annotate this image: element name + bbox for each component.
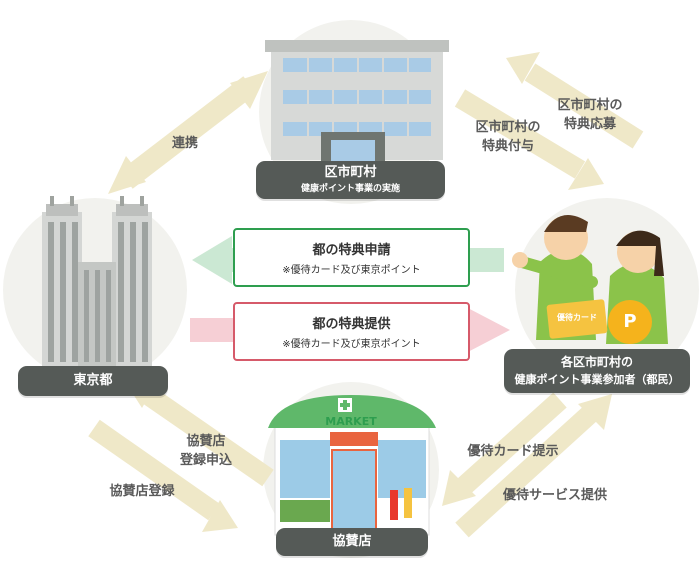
market-sign: MARKET	[325, 415, 377, 428]
label-grant-line2: 特典付与	[481, 139, 534, 154]
label-shop-register: 協賛店登録	[109, 484, 175, 499]
arrow-participants-municipality	[506, 52, 644, 149]
participants-line1: 各区市町村の	[560, 355, 633, 369]
request-box: 都の特典申請 ※優待カード及び東京ポイント	[233, 228, 470, 287]
participants-plate: 各区市町村の 健康ポイント事業参加者（都民）	[504, 349, 690, 393]
municipality-title: 区市町村	[324, 165, 377, 180]
label-grant: 区市町村の 特典付与	[466, 118, 550, 156]
provide-note: ※優待カード及び東京ポイント	[282, 339, 421, 350]
municipality-subtitle: 健康ポイント事業の実施	[300, 184, 400, 194]
request-note: ※優待カード及び東京ポイント	[282, 265, 421, 276]
label-shop-apply: 協賛店 登録申込	[170, 432, 242, 470]
tokyo-plate: 東京都	[18, 366, 168, 396]
arrow-municipality-participants	[454, 89, 604, 190]
provide-title: 都の特典提供	[312, 317, 391, 332]
arrow-participants-shop	[442, 392, 567, 506]
label-apply-line1: 区市町村の	[557, 98, 623, 113]
shop-plate: 協賛店	[276, 528, 428, 556]
label-show-card: 優待カード提示	[467, 444, 559, 459]
participants-people-icon	[512, 214, 668, 344]
request-title: 都の特典申請	[312, 243, 391, 258]
label-service: 優待サービス提供	[502, 488, 607, 503]
arrow-tokyo-municipality	[108, 71, 268, 194]
shop-market-icon	[268, 395, 436, 536]
label-apply: 区市町村の 特典応募	[548, 96, 632, 134]
participants-line2: 健康ポイント事業参加者（都民）	[514, 373, 680, 386]
point-coin-label: P	[623, 311, 637, 332]
tokyo-title: 東京都	[73, 373, 113, 388]
shop-title: 協賛店	[332, 534, 372, 549]
arrow-tokyo-shop	[88, 419, 238, 532]
municipality-plate: 区市町村 健康ポイント事業の実施	[256, 161, 445, 199]
label-shop-apply-line1: 協賛店	[186, 434, 226, 449]
arrow-shop-participants	[455, 394, 612, 538]
label-grant-line1: 区市町村の	[475, 120, 541, 135]
label-apply-line2: 特典応募	[563, 117, 616, 132]
label-cooperation: 連携	[171, 136, 198, 151]
label-shop-apply-line2: 登録申込	[179, 453, 232, 468]
card-label: 優待カード	[557, 313, 597, 322]
tokyo-building-icon	[42, 196, 152, 368]
municipality-building-icon	[265, 40, 449, 162]
provide-box: 都の特典提供 ※優待カード及び東京ポイント	[233, 302, 470, 361]
